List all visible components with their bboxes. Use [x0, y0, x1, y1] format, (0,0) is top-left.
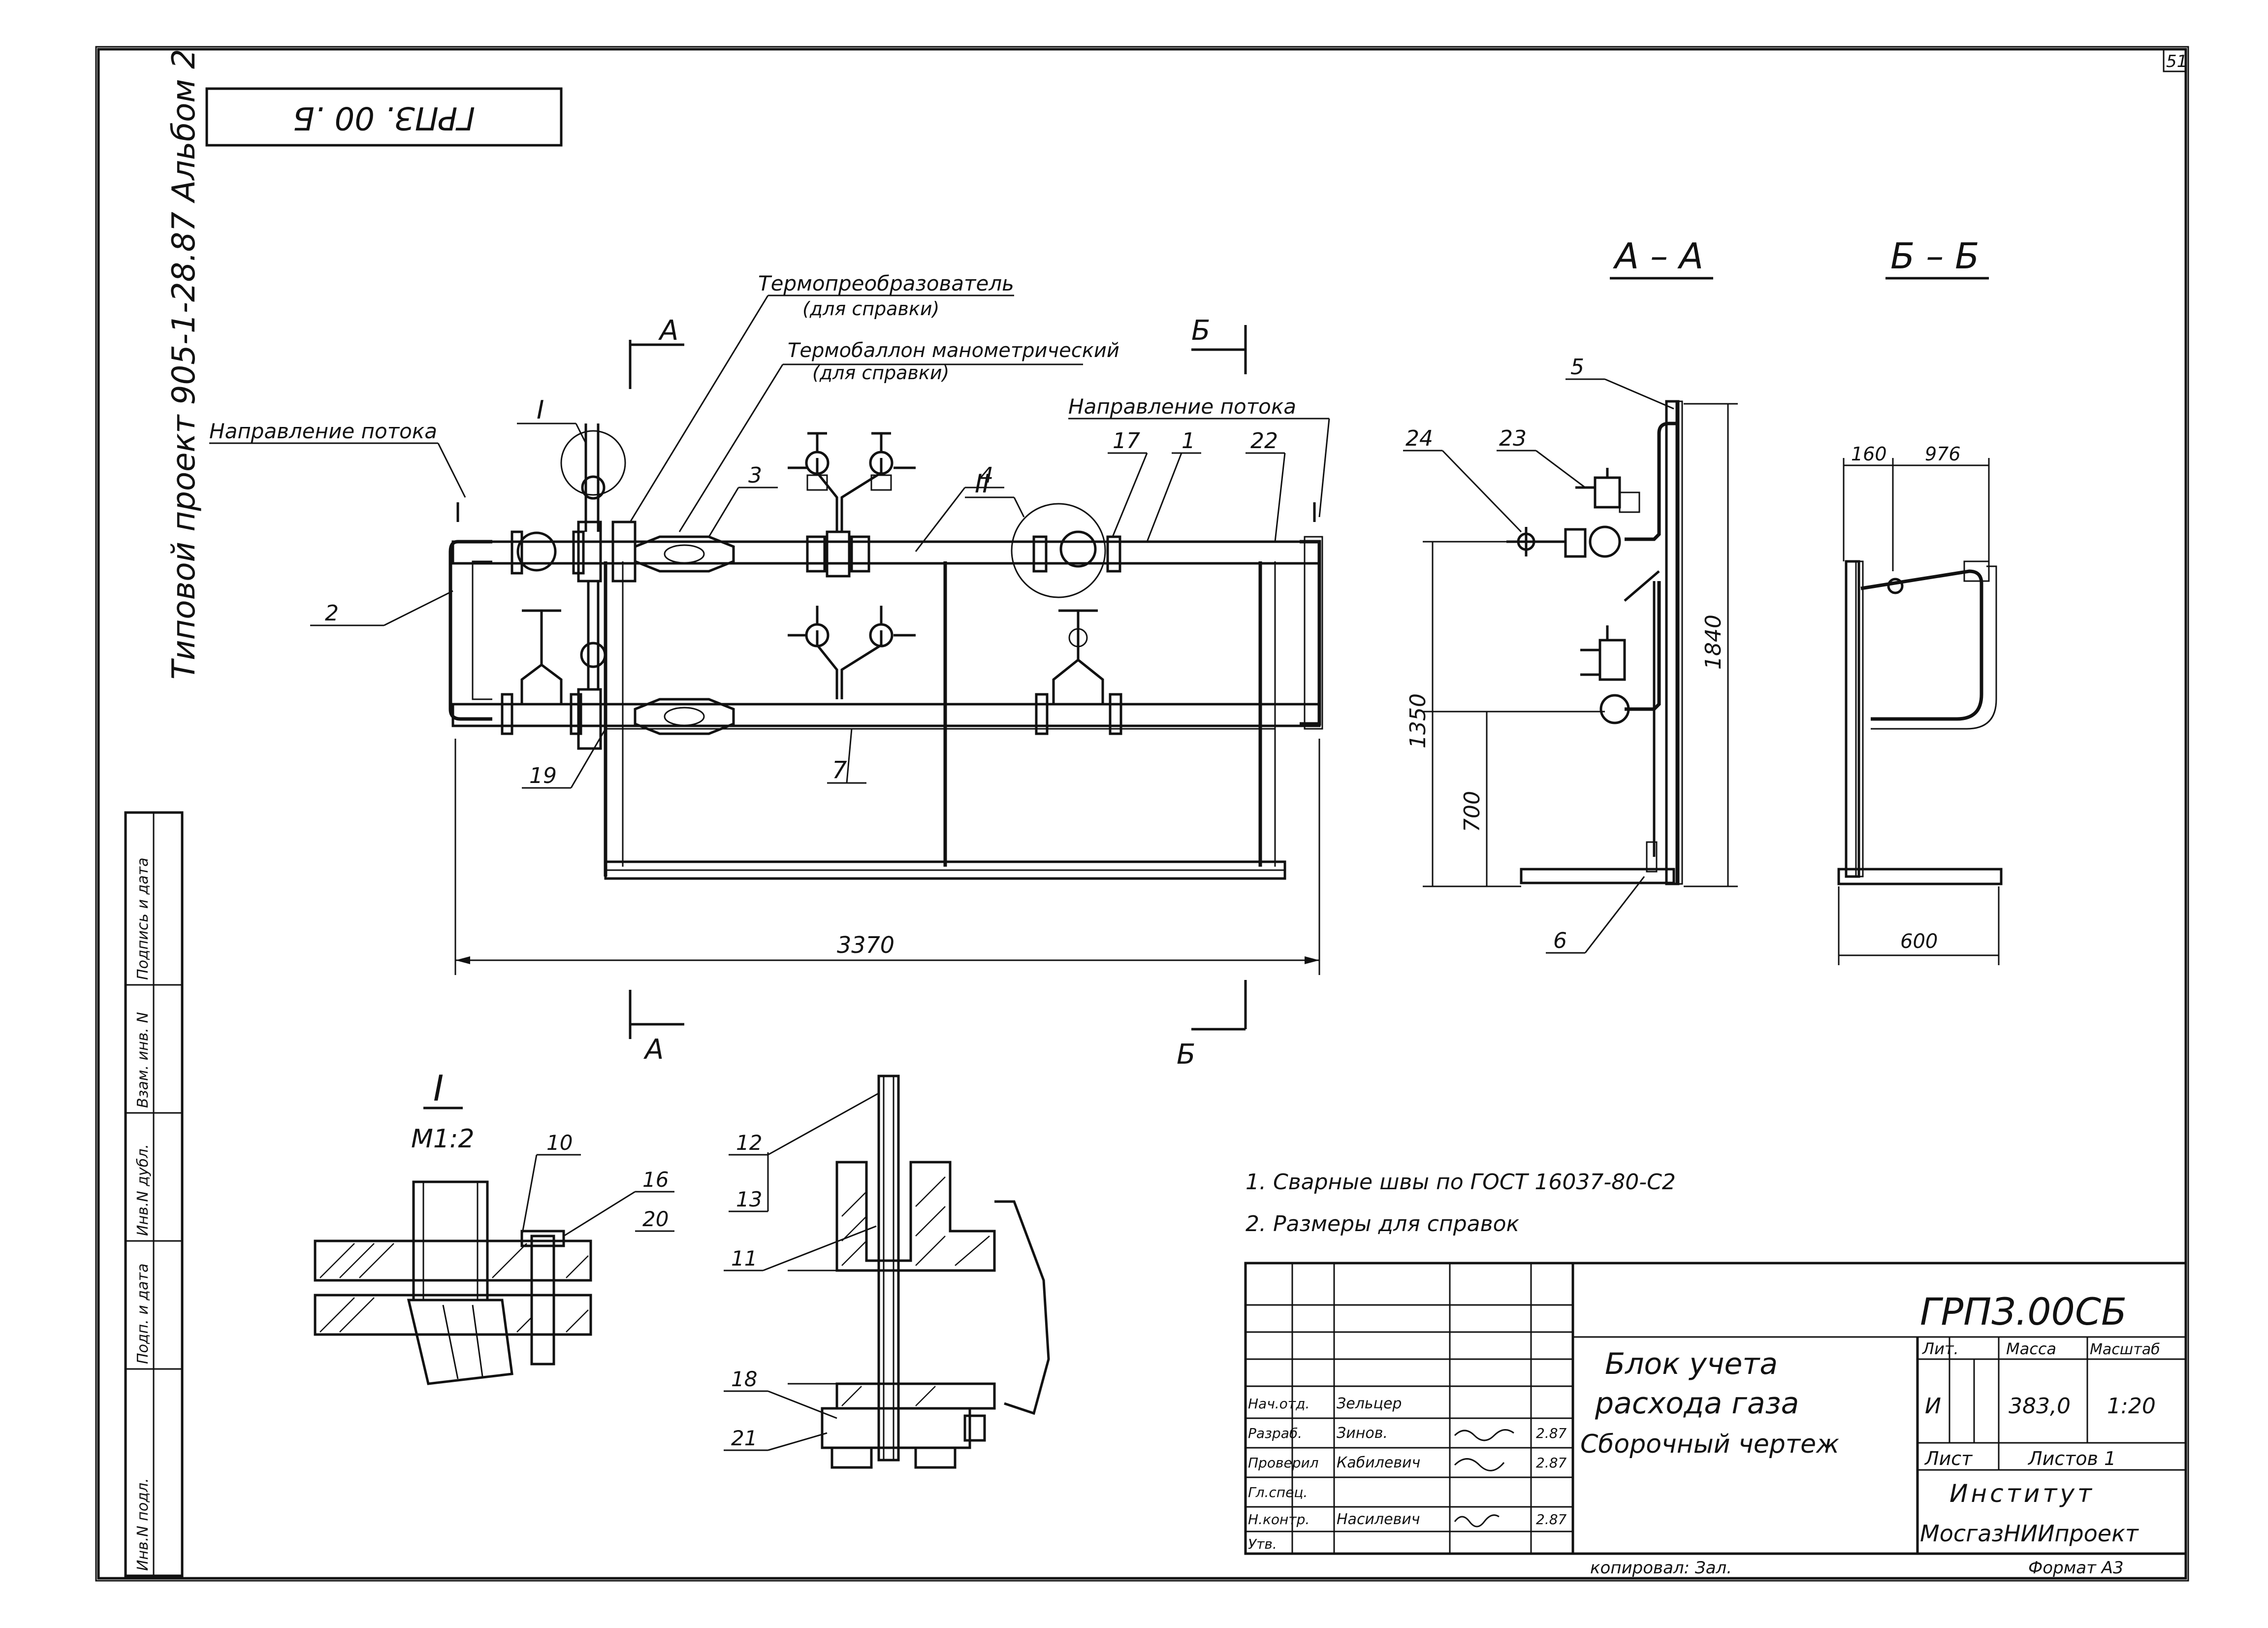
detail-II-pos-11: 11: [731, 1246, 757, 1270]
flow-direction-right: Направление потока: [1068, 394, 1296, 419]
format-caption: Формат А3: [2028, 1558, 2124, 1578]
section-mark-a-bottom: А: [643, 1034, 664, 1066]
sheets-label: Листов 1: [2027, 1448, 2116, 1469]
pos-4: 4: [980, 463, 993, 488]
aa-pos-24: 24: [1406, 426, 1433, 451]
aa-pos-5: 5: [1570, 355, 1584, 380]
aa-pos-23: 23: [1499, 426, 1527, 451]
detail-II-pos-21: 21: [731, 1426, 757, 1450]
detail-I-title: I: [433, 1068, 444, 1109]
callout-I: I: [537, 395, 544, 425]
name-2: Зинов.: [1337, 1425, 1388, 1442]
section-mark-b-bottom: Б: [1177, 1039, 1195, 1071]
detail-I-pos-16: 16: [642, 1168, 669, 1192]
dim-160: 160: [1851, 443, 1887, 465]
thermo-balloon-note: (для справки): [812, 362, 949, 384]
pos-3: 3: [748, 463, 762, 488]
mirrored-stamp: ГРПЗ. 00 .Б: [205, 87, 563, 147]
mass-header: Масса: [2006, 1339, 2056, 1358]
date-2: 2.87: [1536, 1425, 1567, 1441]
sheet-frame: [95, 46, 2189, 1582]
detail-I-pos-20: 20: [642, 1207, 669, 1231]
page-number: 51: [2166, 52, 2187, 71]
thermo-balloon-label: Термобаллон манометрический: [788, 339, 1119, 362]
detail-I: I М1:2 10 16 20: [314, 1068, 674, 1385]
strip-cell-2: Взам. инв. N: [134, 1012, 152, 1108]
section-bb: Б – Б 160 976 600: [1837, 235, 2003, 965]
copied-caption: копировал: Зал.: [1590, 1558, 1732, 1578]
dim-600: 600: [1900, 930, 1938, 953]
callout-II: II: [975, 469, 990, 499]
role-4: Гл.спец.: [1248, 1484, 1308, 1500]
dim-1840: 1840: [1701, 615, 1726, 670]
section-aa: А – А 1350 7: [1403, 235, 1738, 954]
main-view: Термопреобразователь (для справки) Термо…: [209, 271, 1330, 1071]
mirrored-stamp-code: ГРПЗ. 00 .Б: [293, 99, 475, 136]
strip-cell-4: Подп. и дата: [134, 1264, 152, 1364]
detail-I-pos-10: 10: [546, 1131, 573, 1155]
detail-II-pos-18: 18: [731, 1367, 757, 1391]
scale-header: Масштаб: [2090, 1341, 2160, 1358]
title-block: Нач.отд. Разраб. Проверил Гл.спец. Н.кон…: [1244, 1262, 2187, 1555]
drawing-name-3: Сборочный чертеж: [1580, 1430, 1839, 1459]
drawing-code: ГРПЗ.00СБ: [1920, 1290, 2127, 1334]
pos-7: 7: [832, 756, 847, 784]
detail-II: 12 13 11 18 21: [724, 1074, 1050, 1469]
aa-pos-6: 6: [1553, 928, 1567, 953]
detail-I-scale: М1:2: [411, 1124, 475, 1154]
dim-3370: 3370: [837, 932, 894, 958]
pos-19: 19: [529, 763, 557, 788]
left-strip: Подпись и дата Взам. инв. N Инв.N дубл. …: [124, 811, 184, 1577]
note-2: 2. Размеры для справок: [1246, 1211, 1519, 1237]
detail-II-pos-13: 13: [736, 1187, 762, 1211]
name-6: Насилевич: [1337, 1511, 1420, 1528]
scale-value: 1:20: [2107, 1394, 2156, 1419]
pos-1: 1: [1182, 428, 1195, 454]
lit-header: Лит.: [1922, 1339, 1959, 1358]
strip-cell-5: Инв.N подл.: [134, 1478, 152, 1571]
notes: 1. Сварные швы по ГОСТ 16037-80-С2 2. Ра…: [1246, 1170, 1676, 1237]
drawing-name-1: Блок учета: [1605, 1347, 1778, 1381]
mass-value: 383,0: [2009, 1394, 2071, 1419]
strip-cell-1: Подпись и дата: [134, 858, 152, 980]
sheet-label: Лист: [1924, 1448, 1973, 1469]
section-mark-a-top: А: [658, 315, 678, 347]
role-2: Разраб.: [1248, 1425, 1302, 1441]
role-6: Н.контр.: [1248, 1511, 1310, 1528]
role-7: Утв.: [1248, 1536, 1277, 1552]
drawing-name-2: расхода газа: [1595, 1386, 1799, 1421]
dim-976: 976: [1925, 443, 1961, 465]
date-3: 2.87: [1536, 1455, 1567, 1471]
date-6: 2.87: [1536, 1511, 1567, 1528]
flow-direction-left: Направление потока: [209, 419, 437, 443]
pos-17: 17: [1113, 428, 1140, 454]
lit-value: И: [1925, 1394, 1941, 1419]
section-mark-b-top: Б: [1191, 315, 1210, 347]
section-bb-title: Б – Б: [1890, 235, 1980, 277]
vertical-project-title: Типовой проект 905-1-28.87 Альбом 2: [166, 49, 202, 680]
note-1: 1. Сварные швы по ГОСТ 16037-80-С2: [1246, 1170, 1676, 1195]
pos-2: 2: [325, 601, 339, 626]
strip-cell-3: Инв.N дубл.: [134, 1144, 152, 1236]
dim-1350: 1350: [1406, 693, 1431, 749]
role-3: Проверил: [1248, 1455, 1319, 1471]
pos-22: 22: [1250, 428, 1278, 454]
thermo-converter-label: Термопреобразователь: [758, 271, 1014, 295]
role-1: Нач.отд.: [1248, 1396, 1310, 1412]
name-3: Кабилевич: [1337, 1454, 1420, 1471]
page-number-box: 51: [2163, 48, 2187, 72]
institute-line-1: Институт: [1949, 1479, 2095, 1508]
section-aa-title: А – А: [1613, 235, 1703, 277]
dim-700: 700: [1460, 791, 1485, 832]
institute-line-2: МосгазНИИпроект: [1920, 1520, 2139, 1547]
name-1: Зельцер: [1337, 1395, 1402, 1412]
thermo-converter-note: (для справки): [802, 298, 939, 320]
detail-II-pos-12: 12: [736, 1131, 762, 1155]
